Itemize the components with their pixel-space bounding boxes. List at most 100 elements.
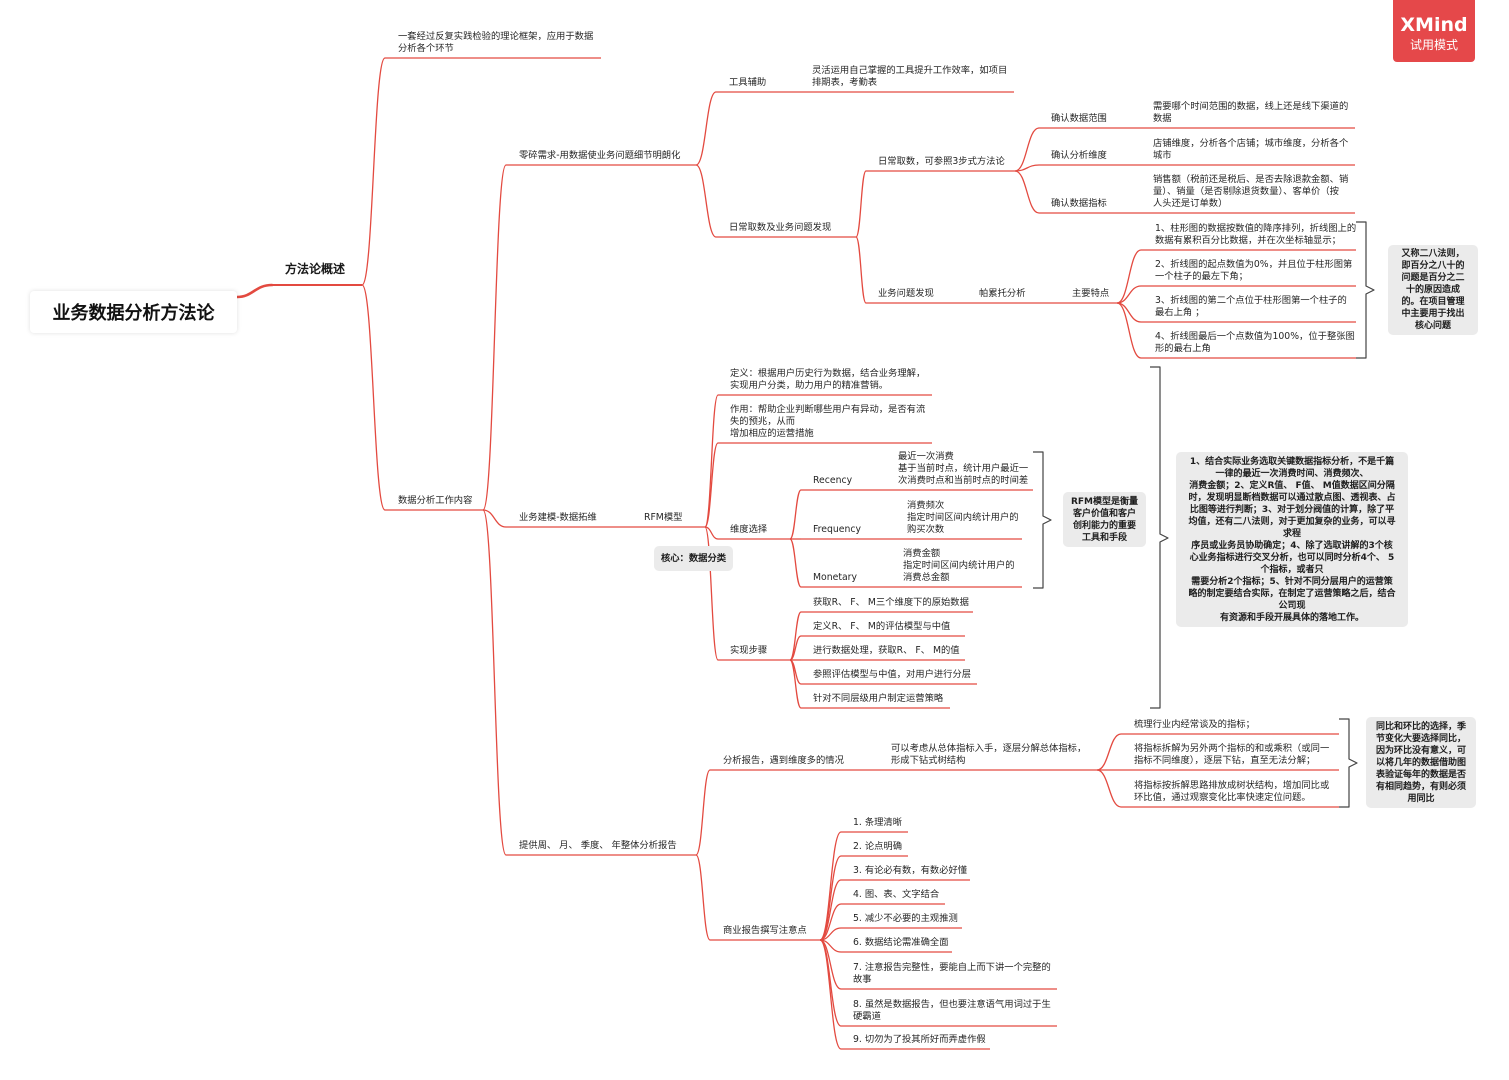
topic-rfm-role[interactable]: 作用：帮助企业判断哪些用户有异动，是否有流 失的预兆，从而 增加相应的运营措施 bbox=[730, 404, 926, 439]
topic-writing-tip[interactable]: 8. 虽然是数据报告，但也要注意语气用词过于生 硬霸道 bbox=[853, 999, 1051, 1022]
branch-connector bbox=[819, 855, 842, 941]
summary-bracket bbox=[1339, 718, 1358, 808]
topic-recency-description[interactable]: 最近一次消费 基于当前时点，统计用户最近一 次消费时点和当前时点的时间差 bbox=[898, 451, 1029, 486]
branch-connector bbox=[789, 635, 802, 661]
topic-writing-tip[interactable]: 3. 有论必有数，有数必好懂 bbox=[853, 865, 968, 876]
topic-frequency-description[interactable]: 消费频次 指定时间区间内统计用户的 购买次数 bbox=[907, 500, 1019, 535]
topic-rfm-model[interactable]: RFM模型 bbox=[644, 512, 683, 523]
branch-connector bbox=[361, 57, 386, 286]
topic-tools[interactable]: 工具辅助 bbox=[729, 77, 767, 88]
topic-adhoc-requests[interactable]: 零碎需求-用数据使业务问题细节明朗化 bbox=[519, 150, 681, 161]
topic-monetary[interactable]: Monetary bbox=[813, 572, 857, 583]
branch-connector bbox=[1014, 170, 1040, 214]
branch-connector bbox=[855, 170, 867, 238]
summary-rfm-practice[interactable]: 1、结合实际业务选取关键数据指标分析，不是千篇 一律的最近一次消费时间、消费频次… bbox=[1176, 452, 1408, 627]
topic-writing-tip[interactable]: 4. 图、表、文字结合 bbox=[853, 889, 940, 900]
branch-connector bbox=[704, 526, 719, 661]
branch-connector bbox=[819, 939, 842, 1050]
topic-daily-extraction-discovery[interactable]: 日常取数及业务问题发现 bbox=[729, 222, 832, 233]
branch-connector bbox=[1014, 164, 1040, 172]
topic-pareto-analysis[interactable]: 帕累托分析 bbox=[979, 288, 1026, 299]
topic-monetary-description[interactable]: 消费金额 指定时间区间内统计用户的 消费总金额 bbox=[903, 548, 1015, 583]
branch-connector bbox=[1116, 249, 1142, 304]
topic-recency[interactable]: Recency bbox=[813, 475, 853, 486]
topic-rfm-definition[interactable]: 定义：根据用户历史行为数据，结合业务理解， 实现用户分类，助力用户的精准营销。 bbox=[730, 368, 926, 391]
topic-step-data-scope[interactable]: 确认数据范围 bbox=[1051, 113, 1107, 124]
topic-rfm-step[interactable]: 进行数据处理，获取R、 F、 M的值 bbox=[813, 645, 960, 656]
topic-writing-tip[interactable]: 2. 论点明确 bbox=[853, 841, 903, 852]
branch-connector bbox=[704, 394, 719, 528]
branch-connector bbox=[1096, 769, 1122, 808]
topic-writing-tip[interactable]: 5. 减少不必要的主观推测 bbox=[853, 913, 958, 924]
branch-connector bbox=[361, 284, 386, 511]
branch-connector bbox=[1116, 285, 1142, 304]
topic-pareto-feature[interactable]: 1、柱形图的数据按数值的降序排列，折线图上的 数据有累积百分比数据，并在次坐标轴… bbox=[1155, 223, 1357, 246]
summary-pareto[interactable]: 又称二八法则， 即百分之八十的 问题是百分之二 十的原因造成 的。在项目管理 中… bbox=[1388, 245, 1478, 335]
branch-connector bbox=[789, 538, 802, 588]
topic-frequency[interactable]: Frequency bbox=[813, 524, 862, 535]
topic-step-dimension[interactable]: 确认分析维度 bbox=[1051, 150, 1107, 161]
trial-mode-label: 试用模式 bbox=[1409, 38, 1458, 52]
branch-connector bbox=[855, 236, 867, 304]
topic-report-writing-tips[interactable]: 商业报告撰写注意点 bbox=[723, 925, 807, 936]
topic-dimension-selection[interactable]: 维度选择 bbox=[730, 524, 768, 535]
branch-connector bbox=[482, 164, 507, 511]
topic-main-features[interactable]: 主要特点 bbox=[1072, 288, 1110, 299]
branch-connector bbox=[482, 509, 507, 528]
xmind-trial-badge[interactable]: XMind 试用模式 bbox=[1393, 0, 1475, 62]
branch-connector bbox=[789, 489, 802, 540]
summary-yoy-mom[interactable]: 同比和环比的选择，季 节变化大要选择同比， 因为环比没有意义，可 以将几年的数据… bbox=[1366, 717, 1476, 808]
topic-step-dimension-description[interactable]: 店铺维度，分析各个店铺；城市维度，分析各个 城市 bbox=[1153, 138, 1349, 161]
topic-drilldown-item[interactable]: 将指标拆解为另外两个指标的和或乘积（或同一 指标不同维度），逐层下钻，直至无法分… bbox=[1134, 743, 1330, 766]
summary-bracket bbox=[1150, 366, 1169, 709]
topic-rfm-step[interactable]: 定义R、 F、 M的评估模型与中值 bbox=[813, 621, 951, 632]
branch-connector bbox=[1116, 302, 1142, 359]
branch-connector bbox=[695, 769, 711, 856]
callout-core-data-classification[interactable]: 核心：数据分类 bbox=[654, 546, 733, 571]
topic-multi-dimension-report[interactable]: 分析报告，遇到维度多的情况 bbox=[723, 755, 844, 766]
root-topic[interactable]: 业务数据分析方法论 bbox=[30, 291, 237, 333]
branch-connector bbox=[695, 91, 717, 166]
topic-three-step-extraction[interactable]: 日常取数，可参照3步式方法论 bbox=[878, 156, 1005, 167]
topic-overview-description[interactable]: 一套经过反复实践检验的理论框架，应用于数据 分析各个环节 bbox=[398, 31, 594, 54]
topic-pareto-feature[interactable]: 4、折线图最后一个点数值为100%，位于整张图 形的最右上角 bbox=[1155, 331, 1355, 354]
topic-drilldown-item[interactable]: 将指标按拆解思路排放成树状结构，增加同比或 环比值，通过观察变化比率快速定位问题… bbox=[1134, 780, 1330, 803]
summary-rfm-model-text: RFM模型是衡量 客户价值和客户 创利能力的重要 工具和手段 bbox=[1070, 496, 1139, 543]
summary-bracket bbox=[1356, 221, 1375, 359]
topic-writing-tip[interactable]: 7. 注意报告完整性，要能自上而下讲一个完整的 故事 bbox=[853, 962, 1051, 985]
topic-work-content[interactable]: 数据分析工作内容 bbox=[398, 495, 473, 506]
topic-tools-description[interactable]: 灵活运用自己掌握的工具提升工作效率，如项目 排期表，考勤表 bbox=[812, 65, 1008, 88]
summary-pareto-text: 又称二八法则， 即百分之八十的 问题是百分之二 十的原因造成 的。在项目管理 中… bbox=[1401, 249, 1465, 331]
summary-rfm-practice-text: 1、结合实际业务选取关键数据指标分析，不是千篇 一律的最近一次消费时间、消费频次… bbox=[1188, 456, 1396, 623]
branch-connector bbox=[819, 939, 842, 1027]
topic-methodology-overview[interactable]: 方法论概述 bbox=[285, 262, 346, 276]
branch-connector bbox=[1014, 127, 1040, 172]
branch-connector bbox=[704, 526, 719, 540]
root-connector bbox=[235, 283, 274, 299]
topic-implementation-steps[interactable]: 实现步骤 bbox=[730, 645, 768, 656]
callout-core-text: 核心：数据分类 bbox=[660, 552, 727, 564]
topic-writing-tip[interactable]: 9. 切勿为了投其所好而弄虚作假 bbox=[853, 1034, 986, 1045]
topic-writing-tip[interactable]: 1. 条理清晰 bbox=[853, 817, 903, 828]
topic-periodic-reports[interactable]: 提供周、 月、 季度、 年整体分析报告 bbox=[519, 840, 677, 851]
topic-step-data-scope-description[interactable]: 需要哪个时间范围的数据，线上还是线下渠道的 数据 bbox=[1153, 101, 1349, 124]
topic-pareto-feature[interactable]: 2、折线图的起点数值为0%，并且位于柱形图第 一个柱子的最左下角； bbox=[1155, 259, 1353, 282]
topic-writing-tip[interactable]: 6. 数据结论需准确全面 bbox=[853, 937, 949, 948]
summary-yoy-mom-text: 同比和环比的选择，季 节变化大要选择同比， 因为环比没有意义，可 以将几年的数据… bbox=[1375, 721, 1466, 804]
branch-connector bbox=[704, 442, 719, 528]
branch-connector bbox=[695, 164, 717, 238]
branch-connector bbox=[819, 879, 842, 941]
topic-rfm-step[interactable]: 获取R、 F、 M三个维度下的原始数据 bbox=[813, 597, 969, 608]
summary-rfm-model[interactable]: RFM模型是衡量 客户价值和客户 创利能力的重要 工具和手段 bbox=[1063, 492, 1146, 547]
topic-drilldown-approach[interactable]: 可以考虑从总体指标入手，逐层分解总体指标， 形成下钻式树结构 bbox=[891, 743, 1087, 766]
topic-step-metric[interactable]: 确认数据指标 bbox=[1051, 198, 1107, 209]
topic-pareto-feature[interactable]: 3、折线图的第二个点位于柱形图第一个柱子的 最右上角 ； bbox=[1155, 295, 1347, 318]
topic-problem-discovery[interactable]: 业务问题发现 bbox=[878, 288, 934, 299]
topic-drilldown-item[interactable]: 梳理行业内经常谈及的指标； bbox=[1134, 719, 1255, 730]
topic-rfm-step[interactable]: 参照评估模型与中值，对用户进行分层 bbox=[813, 669, 972, 680]
topic-step-metric-description[interactable]: 销售额（税前还是税后、是否去除退款金额、销 量）、销量（是否剔除退货数量）、客单… bbox=[1153, 174, 1349, 209]
branch-connector bbox=[789, 659, 802, 709]
topic-rfm-step[interactable]: 针对不同层级用户制定运营策略 bbox=[813, 693, 944, 704]
topic-business-modeling[interactable]: 业务建模-数据拓维 bbox=[519, 512, 597, 523]
